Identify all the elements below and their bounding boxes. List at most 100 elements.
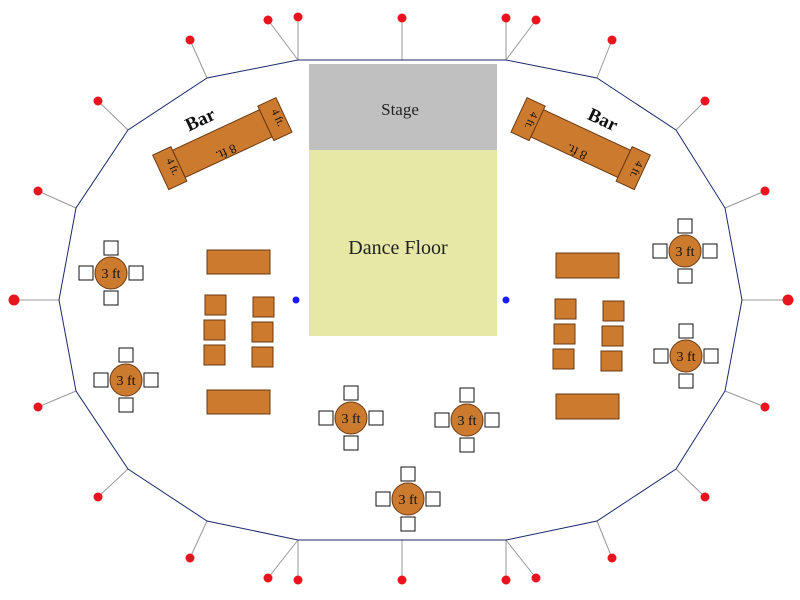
guy-line	[37, 190, 77, 209]
stake-marker	[93, 492, 103, 502]
stake-marker	[185, 35, 195, 45]
chair	[118, 347, 134, 363]
stake-marker	[607, 553, 617, 563]
chair	[653, 348, 669, 364]
chair	[703, 348, 719, 364]
round-table-label: 3 ft	[457, 414, 476, 429]
stake-marker	[607, 35, 617, 45]
stake-marker	[293, 12, 303, 22]
stake-marker	[293, 575, 303, 585]
guy-line	[189, 39, 208, 79]
round-table	[668, 234, 702, 268]
guy-line	[189, 520, 208, 559]
chair	[459, 387, 475, 403]
stake-marker	[185, 553, 195, 563]
bar-right-short-table-b	[615, 145, 651, 191]
rect-table	[251, 321, 274, 343]
round-table-set: 3 ft	[318, 385, 384, 451]
round-table-label: 3 ft	[398, 493, 417, 508]
chair	[400, 466, 416, 482]
guy-line	[724, 390, 766, 408]
chair	[702, 243, 718, 259]
stake-marker	[8, 294, 20, 306]
round-table	[391, 482, 425, 516]
rect-table	[204, 294, 227, 316]
bar-right-short-table-a	[510, 96, 546, 142]
chair	[343, 385, 359, 401]
round-table-set: 3 ft	[434, 387, 500, 453]
guy-line	[505, 19, 537, 61]
guy-line	[37, 390, 77, 408]
chair	[368, 410, 384, 426]
stake-marker	[782, 294, 794, 306]
chair	[343, 435, 359, 451]
guy-line	[97, 468, 129, 498]
chair	[677, 268, 693, 284]
stake-marker	[397, 13, 407, 23]
stake-marker	[501, 575, 511, 585]
chair	[143, 372, 159, 388]
chair	[118, 397, 134, 413]
round-table	[94, 256, 128, 290]
stake-marker	[263, 573, 273, 583]
round-table-label: 3 ft	[341, 412, 360, 427]
chair	[652, 243, 668, 259]
chair	[103, 290, 119, 306]
stage-label: Stage	[381, 100, 419, 119]
chair	[93, 372, 109, 388]
rect-table	[252, 296, 275, 318]
bar-right: 8 ft. 4 ft. 4 ft. Bar	[510, 96, 651, 191]
round-table-label: 3 ft	[101, 267, 120, 282]
rect-table	[203, 319, 226, 341]
stake-marker	[531, 15, 541, 25]
dance-floor-label: Dance Floor	[348, 237, 448, 259]
rect-table	[251, 346, 274, 368]
stake-marker	[397, 575, 407, 585]
rect-table	[552, 348, 575, 370]
buffet-left	[203, 249, 275, 415]
rect-table	[555, 252, 620, 279]
stage	[309, 64, 497, 150]
stake-marker	[700, 96, 710, 106]
guy-line	[675, 100, 706, 131]
round-table	[450, 403, 484, 437]
round-table-set: 3 ft	[652, 218, 718, 284]
round-table	[109, 363, 143, 397]
stake-marker	[263, 15, 273, 25]
round-table	[334, 401, 368, 435]
tent-pole-right	[502, 296, 510, 304]
rect-table	[602, 300, 625, 322]
guy-line	[505, 539, 537, 579]
round-table-set: 3 ft	[375, 466, 441, 532]
round-table-label: 3 ft	[675, 245, 694, 260]
guy-line	[675, 468, 706, 498]
tent-pole-left	[292, 296, 300, 304]
chair	[459, 437, 475, 453]
guy-line	[596, 520, 613, 559]
chair	[128, 265, 144, 281]
rect-table	[203, 344, 226, 366]
rect-table	[555, 393, 620, 420]
bar-left-short-table-b	[257, 96, 293, 142]
chair	[677, 218, 693, 234]
round-table-set: 3 ft	[78, 240, 144, 306]
rect-table	[553, 323, 576, 345]
tent-outline	[58, 59, 743, 541]
stake-marker	[93, 96, 103, 106]
rect-table	[601, 325, 624, 347]
guy-line	[267, 539, 299, 579]
buffet-right	[552, 252, 625, 420]
rect-table	[206, 249, 271, 275]
round-table-set: 3 ft	[93, 347, 159, 413]
chair	[678, 323, 694, 339]
guy-line	[724, 190, 766, 209]
chair	[103, 240, 119, 256]
rect-table	[206, 389, 271, 415]
round-table-label: 3 ft	[676, 350, 695, 365]
rect-table	[554, 298, 577, 320]
round-table	[669, 339, 703, 373]
chair	[375, 491, 391, 507]
chair	[400, 516, 416, 532]
chair	[78, 265, 94, 281]
